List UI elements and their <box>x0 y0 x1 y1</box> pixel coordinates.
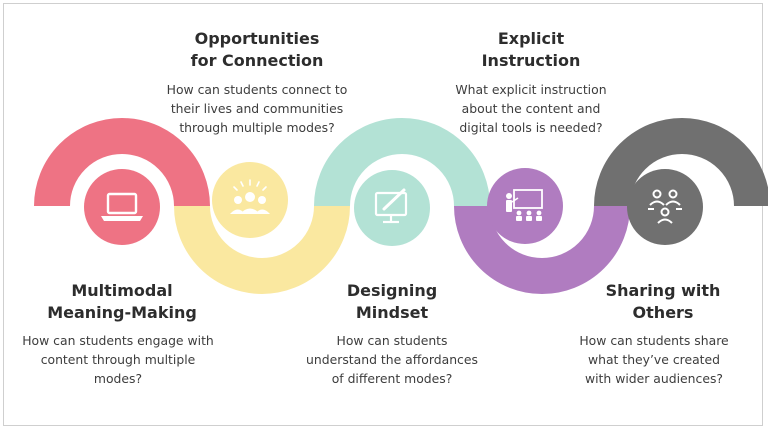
circle-designing <box>354 170 430 246</box>
design-tablet-icon <box>374 188 408 224</box>
title-line: for Connection <box>190 51 324 70</box>
title-line: Meaning-Making <box>47 303 197 322</box>
arc-instruction <box>454 205 630 294</box>
title-line: Instruction <box>481 51 581 70</box>
desc-line: How can students share <box>579 333 729 348</box>
desc-line: of different modes? <box>331 371 453 386</box>
desc-line: what they’ve created <box>587 352 721 367</box>
title-designing: Designing Mindset <box>297 280 487 324</box>
title-line: Designing <box>346 281 438 300</box>
title-line: Opportunities <box>194 29 320 48</box>
desc-line: understand the affordances <box>306 352 478 367</box>
title-instruction: Explicit Instruction <box>436 28 626 72</box>
desc-line: their lives and communities <box>170 101 344 116</box>
title-connection: Opportunities for Connection <box>162 28 352 72</box>
teacher-board-icon <box>506 189 543 221</box>
circle-instruction <box>487 168 563 244</box>
desc-connection: How can students connect to their lives … <box>144 80 370 137</box>
arc-sharing <box>594 118 768 207</box>
arc-designing <box>314 118 490 207</box>
desc-designing: How can students understand the affordan… <box>279 331 505 388</box>
group-icon <box>230 179 270 214</box>
arc-multimodal <box>34 118 210 207</box>
frame-border <box>3 3 763 426</box>
title-line: Others <box>632 303 694 322</box>
title-multimodal: Multimodal Meaning-Making <box>27 280 217 324</box>
title-sharing: Sharing with Others <box>568 280 758 324</box>
desc-instruction: What explicit instruction about the cont… <box>418 80 644 137</box>
desc-line: content through multiple <box>40 352 196 367</box>
share-people-icon <box>648 189 682 224</box>
desc-line: How can students engage with <box>22 333 214 348</box>
desc-line: about the content and <box>461 101 601 116</box>
desc-line: modes? <box>93 371 143 386</box>
laptop-icon <box>101 192 143 221</box>
title-line: Multimodal <box>71 281 173 300</box>
title-line: Explicit <box>497 29 565 48</box>
desc-line: with wider audiences? <box>584 371 724 386</box>
circle-multimodal <box>84 169 160 245</box>
desc-line: through multiple modes? <box>179 120 335 135</box>
title-line: Sharing with <box>605 281 721 300</box>
desc-sharing: How can students share what they’ve crea… <box>548 331 760 388</box>
desc-line: digital tools is needed? <box>459 120 603 135</box>
desc-line: What explicit instruction <box>455 82 607 97</box>
circle-sharing <box>627 169 703 245</box>
desc-line: How can students <box>336 333 448 348</box>
arc-connection <box>174 205 350 294</box>
title-line: Mindset <box>355 303 429 322</box>
desc-multimodal: How can students engage with content thr… <box>5 331 231 388</box>
desc-line: How can students connect to <box>166 82 348 97</box>
